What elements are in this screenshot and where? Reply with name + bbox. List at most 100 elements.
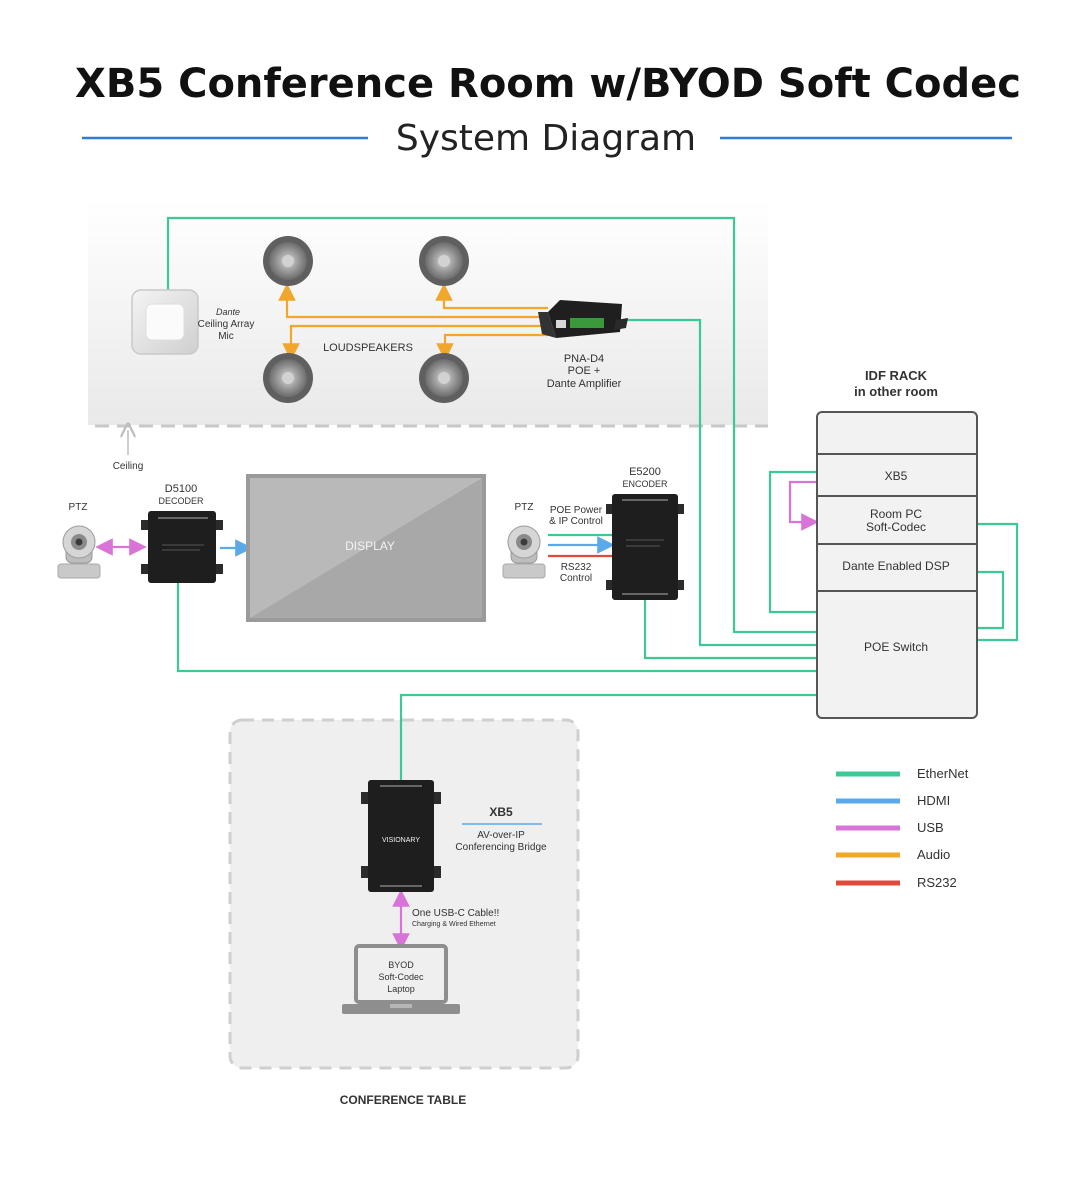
mic-label-line1: Ceiling Array (198, 319, 255, 330)
poe-power-label-1: POE Power (550, 505, 603, 516)
ptz-base (57, 563, 101, 579)
amp-port (556, 320, 566, 328)
legend-label-usb: USB (917, 820, 944, 835)
audio-line-speaker-3 (282, 324, 548, 361)
amp-side (538, 312, 556, 338)
rack-slot-poe-switch: POE Switch (864, 640, 928, 654)
d5100-decoder (141, 511, 223, 583)
xb5-brand: VISIONARY (382, 837, 420, 844)
mic-label-line2: Mic (218, 331, 234, 342)
decoder-ear (141, 564, 148, 574)
encoder-ear (606, 504, 612, 514)
speaker-bottom-right (419, 353, 469, 403)
ptz-right-label: PTZ (515, 502, 534, 513)
ethernet-xb5-line (399, 693, 817, 780)
amp-label-line1: PNA-D4 (564, 353, 604, 365)
ethernet-encoder-line (643, 600, 817, 660)
byod-laptop (342, 944, 460, 1014)
ptz-base (502, 563, 546, 579)
rack-slot-room-pc: Room PC (870, 507, 922, 521)
xb5-ear (361, 792, 368, 804)
decoder-ear (141, 520, 148, 530)
laptop-screen (354, 944, 448, 1004)
usb-c-note: One USB-C Cable!! (412, 908, 499, 919)
display-label: DISPLAY (345, 539, 395, 553)
rack-frame (816, 411, 978, 719)
audio-line-speaker-2 (435, 283, 548, 310)
rs232-label-2: Control (560, 573, 592, 584)
rack-title: IDF RACK (865, 368, 928, 383)
conference-table-zone (228, 718, 580, 1070)
legend-label-ethernet: EtherNet (917, 766, 969, 781)
usb-c-subnote: Charging & Wired Ethernet (412, 921, 496, 928)
xb5-ear (361, 866, 368, 878)
decoder-type: DECODER (158, 496, 204, 506)
ceiling-mic-face (145, 303, 185, 341)
page-title: XB5 Conference Room w/BYOD Soft Codec (75, 61, 1021, 107)
speaker-top-left (263, 236, 313, 286)
decoder-ear (216, 564, 223, 574)
xb5-desc-line1: AV-over-IP (477, 830, 525, 841)
ethernet-pc-line (977, 522, 1019, 642)
amp-label-line3: Dante Amplifier (547, 378, 622, 390)
ceiling-mic (131, 289, 199, 355)
ptz-lens-center (520, 538, 528, 546)
rack-slot-soft-codec: Soft-Codec (866, 520, 926, 534)
decoder-ear (216, 520, 223, 530)
ptz-camera-right (502, 525, 546, 579)
xb5-desc-line2: Conferencing Bridge (455, 842, 547, 853)
poe-power-label-2: & IP Control (549, 516, 603, 527)
rack-slot-dsp: Dante Enabled DSP (842, 559, 949, 573)
amp-label-line2: POE + (568, 365, 601, 377)
xb5-body (368, 780, 434, 892)
audio-line-speaker-1 (278, 283, 548, 319)
amp-ear (614, 318, 628, 330)
decoder-body (148, 511, 216, 583)
xb5-ear (434, 866, 441, 878)
speaker-cap (438, 372, 450, 384)
encoder-body (612, 494, 678, 600)
e5200-encoder (606, 494, 684, 600)
ceiling-label: Ceiling (113, 461, 144, 472)
xb5-bridge (361, 780, 441, 892)
laptop-notch (390, 1004, 412, 1008)
amp-terminal-block (570, 318, 604, 328)
ptz-lens-center (75, 538, 83, 546)
ptz-camera-left (57, 525, 101, 579)
encoder-ear (606, 580, 612, 590)
usb-xb5-pc (788, 480, 819, 531)
loudspeakers-label: LOUDSPEAKERS (323, 342, 413, 354)
laptop-label-2: Soft-Codec (378, 972, 424, 982)
rack-slot-xb5: XB5 (885, 469, 908, 483)
laptop-label-3: Laptop (387, 984, 415, 994)
ethernet-dsp-line (977, 570, 1005, 630)
decoder-model: D5100 (165, 483, 197, 495)
encoder-ear (678, 580, 684, 590)
speaker-top-right (419, 236, 469, 286)
xb5-ear (434, 792, 441, 804)
laptop-label-1: BYOD (388, 960, 414, 970)
page-subtitle: System Diagram (396, 118, 696, 159)
encoder-ear (678, 504, 684, 514)
speaker-bottom-left (263, 353, 313, 403)
encoder-type: ENCODER (622, 479, 668, 489)
ethernet-decoder-line (176, 583, 817, 673)
xb5-device-name: XB5 (489, 805, 513, 819)
rs232-label-1: RS232 (561, 562, 592, 573)
ethernet-mic-line (166, 216, 817, 634)
speaker-cap (438, 255, 450, 267)
pna-d4-amplifier (538, 300, 628, 338)
ethernet-links (166, 216, 1019, 780)
legend-label-audio: Audio (917, 847, 950, 862)
legend: EtherNet HDMI USB Audio RS232 (836, 766, 969, 890)
laptop-base (342, 1004, 460, 1014)
rack-subtitle: in other room (854, 384, 938, 399)
speaker-cap (282, 255, 294, 267)
speaker-cap (282, 372, 294, 384)
encoder-model: E5200 (629, 466, 661, 478)
legend-label-hdmi: HDMI (917, 793, 950, 808)
audio-line-speaker-4 (436, 333, 548, 361)
audio-links (278, 283, 548, 361)
legend-label-rs232: RS232 (917, 875, 957, 890)
